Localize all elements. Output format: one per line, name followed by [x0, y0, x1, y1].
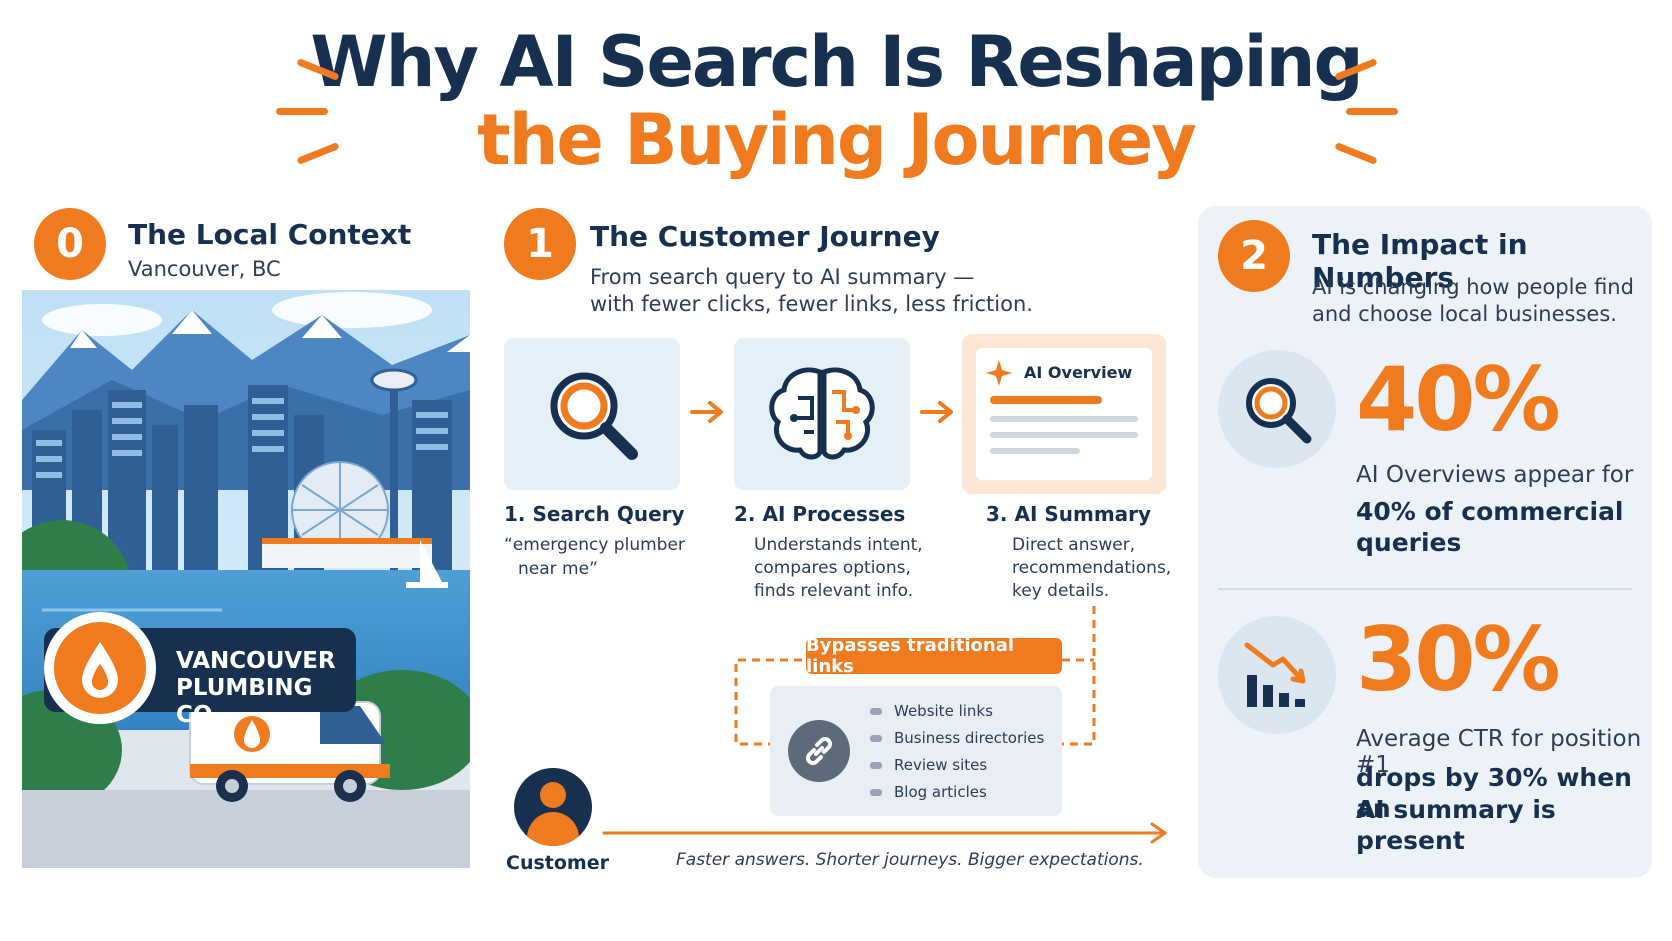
- link-item-label: Website links: [894, 702, 993, 720]
- brain-icon: [769, 367, 875, 460]
- section-1-subtitle-line-2: with fewer clicks, fewer links, less fri…: [590, 292, 1033, 316]
- link-icon: [788, 720, 850, 782]
- section-2-subtitle-line-2: and choose local businesses.: [1312, 302, 1617, 326]
- arrow-right-icon: [690, 401, 723, 423]
- section-1-subtitle-line-1: From search query to AI summary —: [590, 265, 975, 289]
- step-3-desc-line-2: recommendations,: [1012, 558, 1172, 578]
- stat-1-icon-circle: [1218, 350, 1336, 468]
- list-item: Website links: [870, 702, 993, 720]
- brand-name-line-1: VANCOUVER: [176, 648, 336, 674]
- customer-label: Customer: [506, 852, 609, 874]
- step-1-desc-line-1: “emergency plumber: [504, 535, 685, 555]
- page-title-line-1: Why AI Search Is Reshaping: [310, 21, 1363, 103]
- brand-name: VANCOUVER PLUMBING CO.: [176, 648, 356, 729]
- step-3-desc-line-1: Direct answer,: [1012, 535, 1136, 555]
- section-2-badge: 2: [1218, 220, 1290, 292]
- link-item-label: Blog articles: [894, 783, 987, 801]
- section-0-subtitle: Vancouver, BC: [128, 257, 281, 281]
- bullet: [870, 761, 882, 769]
- step-3-card: AI Overview: [962, 334, 1166, 494]
- traditional-links-list: Website links Business directories Revie…: [770, 686, 1062, 816]
- sparkle-icon: [986, 360, 1012, 386]
- stat-1-description: AI Overviews appear for: [1356, 462, 1634, 488]
- section-2-title: The Impact in Numbers: [1312, 228, 1528, 294]
- page-title-line-2: the Buying Journey: [477, 99, 1197, 181]
- link-item-label: Business directories: [894, 729, 1045, 747]
- journey-arrow: [602, 822, 1167, 844]
- ai-overview-panel: AI Overview: [976, 348, 1152, 480]
- list-item: Business directories: [870, 729, 1044, 747]
- customer-avatar-icon: [514, 768, 592, 846]
- list-item: Blog articles: [870, 783, 987, 801]
- stat-2-description: Average CTR for position #1: [1356, 726, 1642, 778]
- section-2-subtitle-line-1: AI is changing how people find: [1312, 275, 1634, 299]
- title-ray-right-mid: [1346, 108, 1398, 115]
- section-1-title: The Customer Journey: [590, 220, 940, 253]
- bullet: [870, 788, 882, 796]
- step-2-title: 2. AI Processes: [734, 502, 906, 526]
- step-1-title: 1. Search Query: [504, 502, 685, 526]
- step-3-desc-line-3: key details.: [1012, 581, 1110, 601]
- bypass-label: Bypasses traditional links: [806, 635, 1062, 677]
- stat-2-highlight-line-1: drops by 30% when an: [1356, 763, 1632, 823]
- section-0-title: The Local Context: [128, 218, 412, 251]
- overview-text-line: [990, 416, 1138, 422]
- stat-2-icon-circle: [1218, 616, 1336, 734]
- stat-1-highlight-line-1: 40% of commercial: [1356, 497, 1624, 526]
- overview-highlight-line: [990, 396, 1102, 404]
- section-1-badge: 1: [504, 208, 576, 280]
- stat-1-value: 40%: [1356, 348, 1561, 451]
- stat-2-value: 30%: [1356, 608, 1561, 711]
- water-drop-icon: [54, 622, 146, 714]
- magnifier-icon: [550, 372, 638, 460]
- brand-name-line-2: PLUMBING CO.: [176, 675, 313, 728]
- stats-divider: [1218, 588, 1632, 590]
- stat-1-highlight-line-2: queries: [1356, 528, 1462, 557]
- step-2-desc-line-3: finds relevant info.: [754, 581, 914, 601]
- title-ray-left-mid: [276, 108, 328, 115]
- step-2-desc-line-2: compares options,: [754, 558, 911, 578]
- list-item: Review sites: [870, 756, 987, 774]
- magnifier-icon: [1246, 378, 1312, 444]
- step-1-desc-line-2: near me”: [518, 559, 598, 579]
- step-2-desc-line-1: Understands intent,: [754, 535, 923, 555]
- link-item-label: Review sites: [894, 756, 988, 774]
- bullet: [870, 734, 882, 742]
- overview-text-line: [990, 432, 1138, 438]
- step-2-card: [734, 338, 910, 490]
- impact-panel: [1198, 206, 1652, 878]
- arrow-right-icon: [920, 401, 953, 423]
- vancouver-skyline-illustration: [22, 290, 470, 868]
- ai-overview-label: AI Overview: [1024, 363, 1133, 382]
- bullet: [870, 707, 882, 715]
- stat-2-highlight-line-2: AI summary is present: [1356, 795, 1556, 855]
- section-0-badge: 0: [34, 208, 106, 280]
- overview-text-line: [990, 448, 1080, 454]
- step-3-title: 3. AI Summary: [986, 502, 1152, 526]
- declining-chart-icon: [1244, 642, 1306, 707]
- step-1-card: [504, 338, 680, 490]
- journey-tagline: Faster answers. Shorter journeys. Bigger…: [676, 850, 1144, 870]
